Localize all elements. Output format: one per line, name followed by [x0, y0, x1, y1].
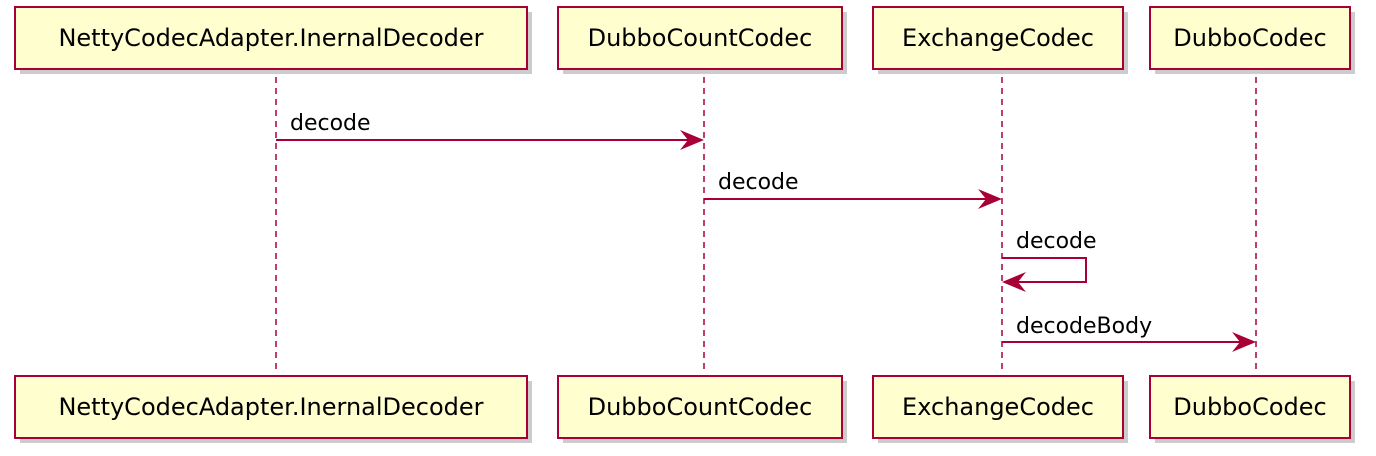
message-label: decode: [1016, 229, 1097, 254]
arrow-head-icon: [680, 130, 704, 150]
message-arrow-line: [1002, 257, 1087, 283]
participant-label: DubboCodec: [1173, 393, 1326, 421]
message-label: decode: [290, 111, 371, 136]
participant-dubbo-codec-bottom: DubboCodec: [1149, 375, 1355, 443]
arrow-head-icon: [1002, 272, 1026, 292]
participant-label: DubboCountCodec: [588, 24, 813, 52]
participant-dubbo-codec-top: DubboCodec: [1149, 6, 1355, 74]
participant-label: ExchangeCodec: [902, 393, 1094, 421]
participant-internal-decoder-top: NettyCodecAdapter.InernalDecoder: [14, 6, 532, 74]
arrow-head-icon: [978, 189, 1002, 209]
participant-label: DubboCodec: [1173, 24, 1326, 52]
message-decode-1: decode: [276, 111, 704, 150]
message-decode-body: decodeBody: [1002, 314, 1256, 352]
participant-label: ExchangeCodec: [902, 24, 1094, 52]
participant-dubbo-count-codec-bottom: DubboCountCodec: [557, 375, 847, 443]
message-decode-2: decode: [704, 170, 1002, 209]
participant-exchange-codec-bottom: ExchangeCodec: [872, 375, 1128, 443]
participant-label: NettyCodecAdapter.InernalDecoder: [58, 393, 483, 421]
participant-exchange-codec-top: ExchangeCodec: [872, 6, 1128, 74]
message-label: decode: [718, 170, 799, 195]
participant-internal-decoder-bottom: NettyCodecAdapter.InernalDecoder: [14, 375, 532, 443]
message-decode-self: decode: [1002, 229, 1097, 292]
participant-label: DubboCountCodec: [588, 393, 813, 421]
message-label: decodeBody: [1016, 314, 1152, 339]
participant-dubbo-count-codec-top: DubboCountCodec: [557, 6, 847, 74]
participant-label: NettyCodecAdapter.InernalDecoder: [58, 24, 483, 52]
arrow-head-icon: [1232, 332, 1256, 352]
